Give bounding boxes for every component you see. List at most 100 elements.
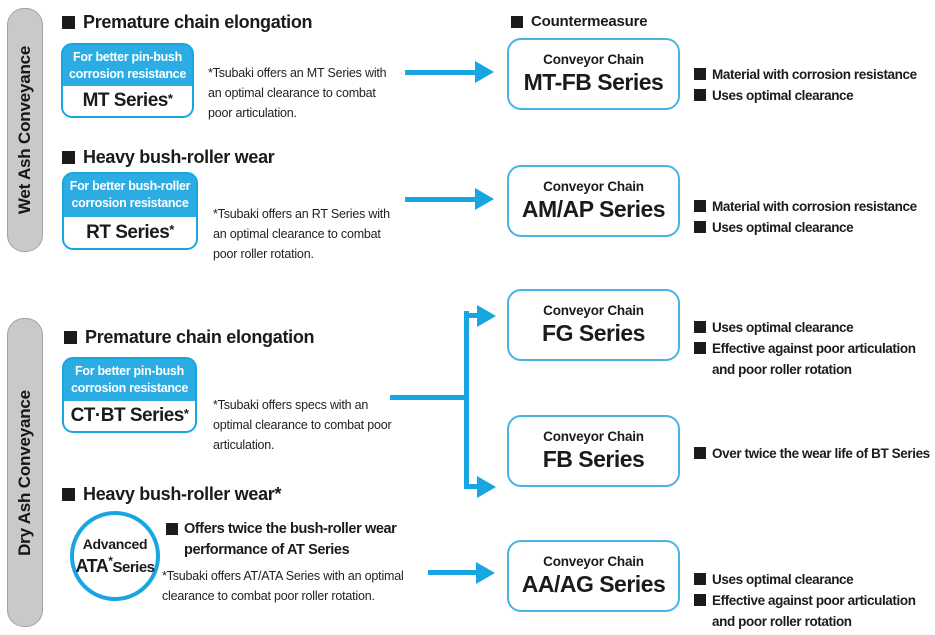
square-bullet-icon bbox=[62, 16, 75, 29]
benefit-list-aaag: Uses optimal clearance Effective against… bbox=[694, 569, 916, 632]
heading-dry-problem-1: Premature chain elongation bbox=[64, 327, 315, 348]
benefit-list-mtfb: Material with corrosion resistance Uses … bbox=[694, 64, 917, 106]
asterisk: * bbox=[108, 553, 113, 568]
square-bullet-icon bbox=[694, 447, 706, 459]
box-series: AA/AG Series bbox=[521, 571, 666, 597]
ata-badge-line2: ATA*Series bbox=[75, 552, 155, 577]
branch-feed-line bbox=[390, 395, 469, 400]
box-category: Conveyor Chain bbox=[543, 303, 644, 318]
square-bullet-icon bbox=[694, 321, 706, 333]
footnote-ctbt: *Tsubaki offers specs with an optimal cl… bbox=[213, 398, 392, 452]
arrow-line-mt bbox=[405, 70, 476, 75]
benefit-list-amap: Material with corrosion resistance Uses … bbox=[694, 196, 917, 238]
counter-box-mtfb: Conveyor Chain MT-FB Series bbox=[507, 38, 680, 110]
box-series: FB Series bbox=[542, 446, 645, 472]
heading-label: Premature chain elongation bbox=[85, 327, 315, 347]
arrow-line-rt bbox=[405, 197, 476, 202]
section-bar-wet-ash: Wet Ash Conveyance bbox=[7, 8, 43, 252]
footnote-ata: *Tsubaki offers AT/ATA Series with an op… bbox=[162, 569, 404, 603]
benefit-item: Effective against poor articulation and … bbox=[694, 590, 916, 632]
tag-headline: For better pin-bush corrosion resistance bbox=[63, 45, 192, 86]
tag-headline: For better pin-bush corrosion resistance bbox=[64, 359, 195, 401]
heading-label: Premature chain elongation bbox=[83, 12, 313, 32]
benefit-item: Material with corrosion resistance bbox=[694, 196, 917, 217]
heading-dry-problem-2: Heavy bush-roller wear* bbox=[62, 484, 281, 505]
benefit-item: Uses optimal clearance bbox=[694, 569, 916, 590]
ata-badge-line1: Advanced bbox=[82, 535, 148, 552]
branch-bottom-elbow bbox=[464, 484, 478, 489]
benefit-item: Material with corrosion resistance bbox=[694, 64, 917, 85]
series-text: ATA bbox=[75, 555, 109, 576]
benefit-text: Uses optimal clearance bbox=[712, 88, 854, 103]
box-series: MT-FB Series bbox=[523, 69, 664, 95]
arrow-head-icon bbox=[477, 305, 496, 327]
square-bullet-icon bbox=[694, 573, 706, 585]
arrow-head-icon bbox=[475, 188, 494, 210]
square-bullet-icon bbox=[694, 68, 706, 80]
square-bullet-icon bbox=[694, 342, 706, 354]
box-series: FG Series bbox=[542, 320, 645, 346]
arrow-head-icon bbox=[477, 476, 496, 498]
benefit-text: Uses optimal clearance bbox=[712, 572, 854, 587]
benefit-text: Material with corrosion resistance bbox=[712, 67, 917, 82]
counter-box-fg: Conveyor Chain FG Series bbox=[507, 289, 680, 361]
heading-label: Heavy bush-roller wear* bbox=[83, 484, 282, 504]
footnote-rt: *Tsubaki offers an RT Series with an opt… bbox=[213, 207, 390, 261]
tag-headline: For better bush-roller corrosion resista… bbox=[64, 174, 196, 217]
section-label-dry-ash: Dry Ash Conveyance bbox=[15, 389, 34, 556]
counter-box-amap: Conveyor Chain AM/AP Series bbox=[507, 165, 680, 237]
benefit-item: Over twice the wear life of BT Series bbox=[694, 443, 930, 464]
square-bullet-icon bbox=[694, 89, 706, 101]
branch-vertical-line bbox=[464, 311, 469, 489]
heading-label: Heavy bush-roller wear bbox=[83, 147, 275, 167]
heading-wet-problem-2: Heavy bush-roller wear bbox=[62, 147, 275, 168]
tag-series-name: CT·BT Series* bbox=[64, 401, 195, 431]
series-text: CT·BT Series bbox=[70, 405, 185, 426]
arrow-line-ata bbox=[428, 570, 477, 575]
square-bullet-icon bbox=[64, 331, 77, 344]
benefit-text: Offers twice the bush-roller wear perfor… bbox=[184, 521, 397, 558]
problem-tag-rt-series: For better bush-roller corrosion resista… bbox=[62, 172, 198, 250]
box-series: AM/AP Series bbox=[521, 196, 666, 222]
benefit-text: Over twice the wear life of BT Series bbox=[712, 446, 930, 461]
problem-tag-ctbt-series: For better pin-bush corrosion resistance… bbox=[62, 357, 197, 433]
benefit-text: Material with corrosion resistance bbox=[712, 199, 917, 214]
square-bullet-icon bbox=[511, 15, 523, 28]
square-bullet-icon bbox=[166, 523, 178, 535]
series-text: RT Series bbox=[86, 221, 170, 243]
counter-box-fb: Conveyor Chain FB Series bbox=[507, 415, 680, 487]
series-word: Series bbox=[112, 558, 155, 576]
arrow-head-icon bbox=[475, 61, 494, 83]
square-bullet-icon bbox=[694, 594, 706, 606]
asterisk: * bbox=[183, 405, 189, 421]
square-bullet-icon bbox=[62, 488, 75, 501]
tag-series-name: MT Series* bbox=[63, 86, 192, 116]
benefit-text: Effective against poor articulation and … bbox=[712, 341, 916, 377]
benefit-item: Effective against poor articulation and … bbox=[694, 338, 916, 380]
benefit-item: Offers twice the bush-roller wear perfor… bbox=[166, 519, 397, 561]
benefit-text: Effective against poor articulation and … bbox=[712, 593, 916, 629]
asterisk: * bbox=[169, 222, 174, 237]
square-bullet-icon bbox=[694, 221, 706, 233]
branch-top-elbow bbox=[464, 313, 478, 318]
heading-wet-problem-1: Premature chain elongation bbox=[62, 12, 313, 33]
ata-series-badge: Advanced ATA*Series bbox=[70, 511, 160, 601]
box-category: Conveyor Chain bbox=[543, 429, 644, 444]
benefit-text: Uses optimal clearance bbox=[712, 320, 854, 335]
box-category: Conveyor Chain bbox=[543, 554, 644, 569]
benefit-text: Uses optimal clearance bbox=[712, 220, 854, 235]
counter-box-aaag: Conveyor Chain AA/AG Series bbox=[507, 540, 680, 612]
footnote-mt: *Tsubaki offers an MT Series with an opt… bbox=[208, 66, 387, 120]
benefit-list-fg: Uses optimal clearance Effective against… bbox=[694, 317, 916, 380]
ata-benefit: Offers twice the bush-roller wear perfor… bbox=[166, 519, 397, 561]
benefit-item: Uses optimal clearance bbox=[694, 85, 917, 106]
arrow-head-icon bbox=[476, 562, 495, 584]
square-bullet-icon bbox=[62, 151, 75, 164]
section-bar-dry-ash: Dry Ash Conveyance bbox=[7, 318, 43, 627]
benefit-item: Uses optimal clearance bbox=[694, 217, 917, 238]
problem-tag-mt-series: For better pin-bush corrosion resistance… bbox=[61, 43, 194, 118]
box-category: Conveyor Chain bbox=[543, 52, 644, 67]
heading-countermeasure: Countermeasure bbox=[511, 13, 648, 30]
square-bullet-icon bbox=[694, 200, 706, 212]
